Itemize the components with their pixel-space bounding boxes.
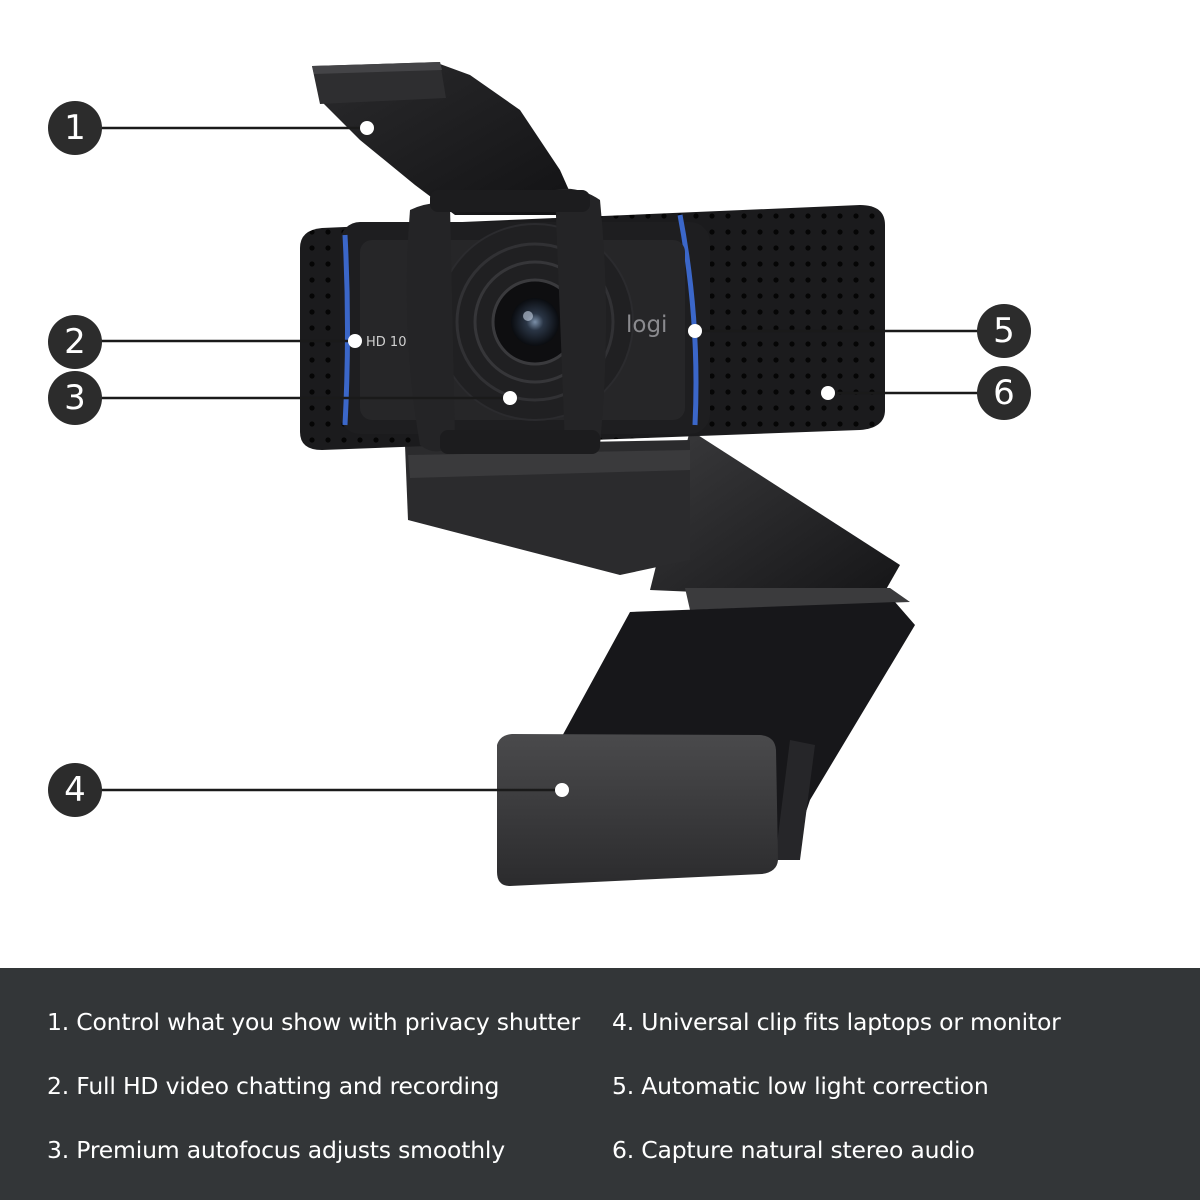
callout-1: 1: [48, 101, 102, 155]
webcam-illustration: HD 10 logi: [100, 62, 980, 886]
mounting-arm: [405, 430, 910, 610]
callout-5: 5: [977, 304, 1031, 358]
feature-privacy-shutter: 1. Control what you show with privacy sh…: [47, 1008, 580, 1036]
webcam-photo: HD 10 logi 1 2 3 4: [48, 62, 1031, 886]
callout-3: 3: [48, 371, 102, 425]
feature-autofocus: 3. Premium autofocus adjusts smoothly: [47, 1136, 505, 1164]
callout-4: 4: [48, 763, 102, 817]
callout-leader-lines: [100, 126, 980, 792]
shutter-frame: [406, 188, 606, 454]
callout-6: 6: [977, 366, 1031, 420]
feature-low-light: 5. Automatic low light correction: [612, 1072, 989, 1100]
feature-universal-clip: 4. Universal clip fits laptops or monito…: [612, 1008, 1061, 1036]
universal-clip: [497, 602, 915, 886]
callout-2: 2: [48, 315, 102, 369]
feature-full-hd: 2. Full HD video chatting and recording: [47, 1072, 500, 1100]
feature-stereo-audio: 6. Capture natural stereo audio: [612, 1136, 975, 1164]
model-text: HD 10: [366, 335, 406, 350]
features-panel: 1. Control what you show with privacy sh…: [0, 968, 1200, 1200]
callout-dots: [348, 121, 835, 797]
privacy-shutter: [312, 62, 580, 215]
brand-logo-text: logi: [626, 312, 667, 338]
